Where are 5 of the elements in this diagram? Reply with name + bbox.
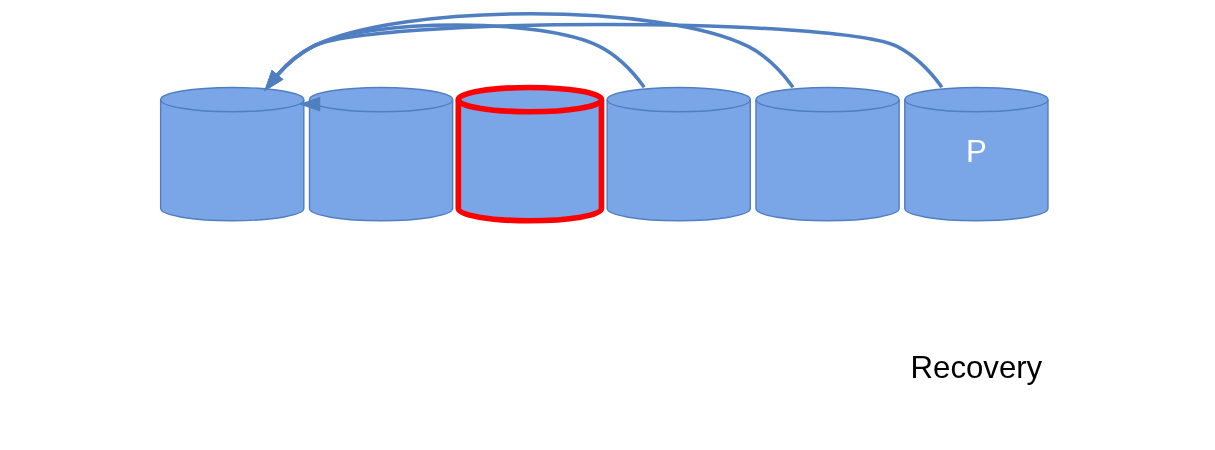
arrow [264, 22, 944, 92]
arrow [264, 12, 795, 92]
label: Recovery [910, 349, 1043, 385]
arrow [299, 96, 321, 112]
arrow [264, 23, 646, 92]
